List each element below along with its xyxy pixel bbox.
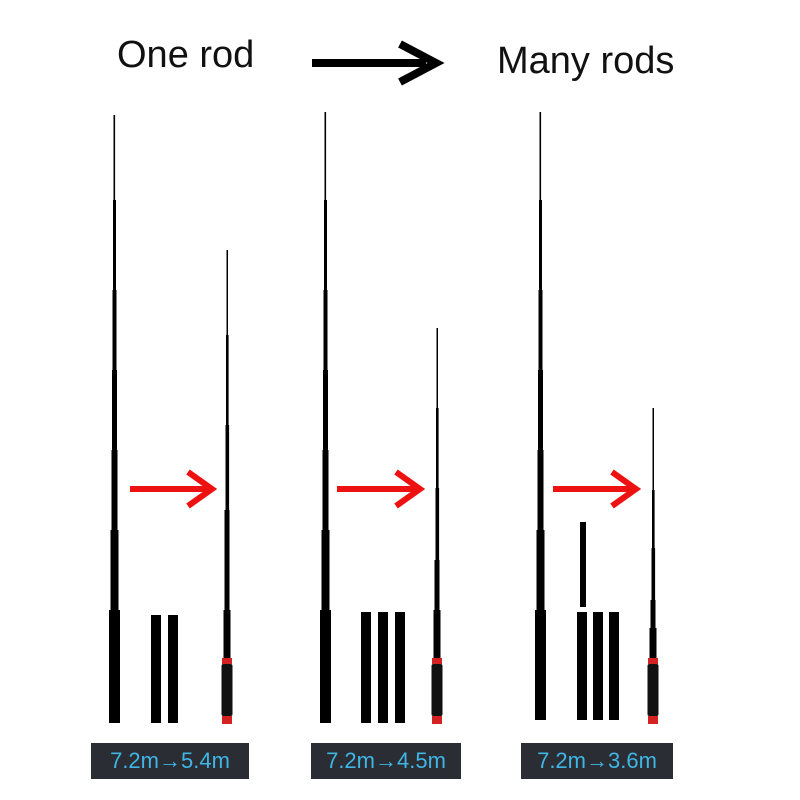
long-rod-3: [535, 112, 546, 720]
short-rod-1: [221, 250, 233, 724]
red-arrow-1-icon: [130, 469, 218, 509]
red-arrow-3-icon: [553, 469, 642, 509]
header-left-text: One rod: [117, 34, 255, 76]
header-arrow-icon: [312, 40, 445, 86]
length-label-3: 7.2m→3.6m: [521, 743, 673, 779]
panel-2: [320, 112, 443, 724]
length-label-1: 7.2m→5.4m: [91, 743, 249, 779]
short-rod-2: [431, 328, 443, 724]
panel-1: [109, 115, 233, 724]
panel-3: [535, 112, 659, 724]
rod-segments-3: [577, 522, 619, 720]
header-right-text: Many rods: [497, 40, 675, 82]
rod-segments-1: [151, 615, 178, 723]
rod-segments-2: [361, 612, 405, 723]
long-rod-1: [109, 115, 120, 723]
length-label-2: 7.2m→4.5m: [311, 743, 461, 779]
long-rod-2: [320, 112, 331, 723]
rod-comparison-illustration: [109, 112, 659, 724]
red-arrow-2-icon: [337, 469, 426, 509]
short-rod-3: [647, 408, 659, 724]
